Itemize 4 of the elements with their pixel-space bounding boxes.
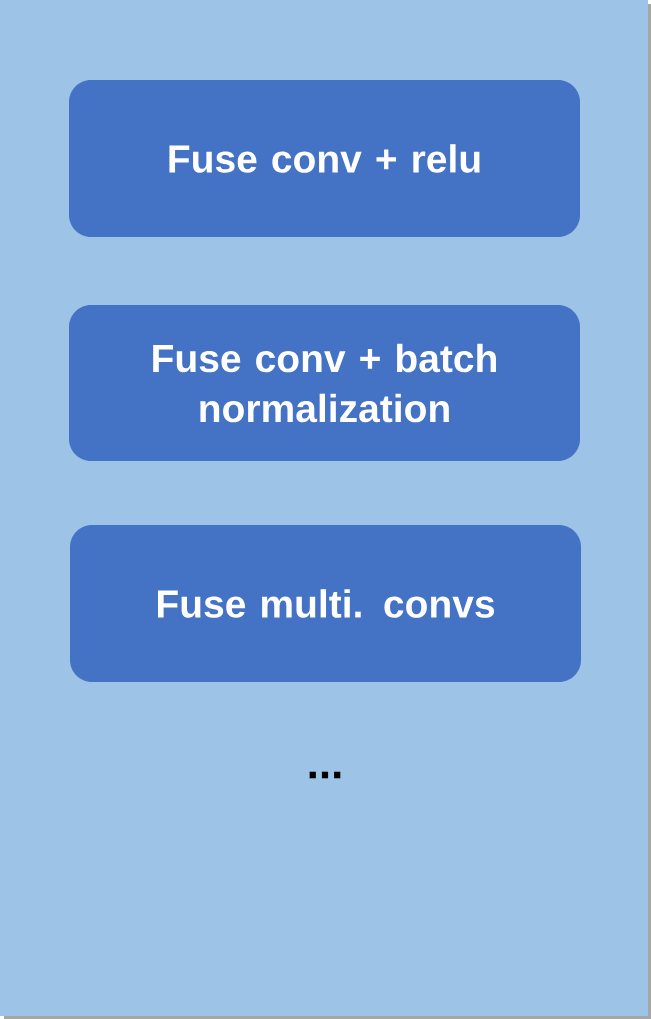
process-box: Fuse conv + batch normalization	[69, 305, 580, 461]
process-box: Fuse multi. convs	[70, 525, 581, 682]
process-box: Fuse conv + relu	[69, 80, 580, 237]
ellipsis: ...	[309, 771, 341, 779]
